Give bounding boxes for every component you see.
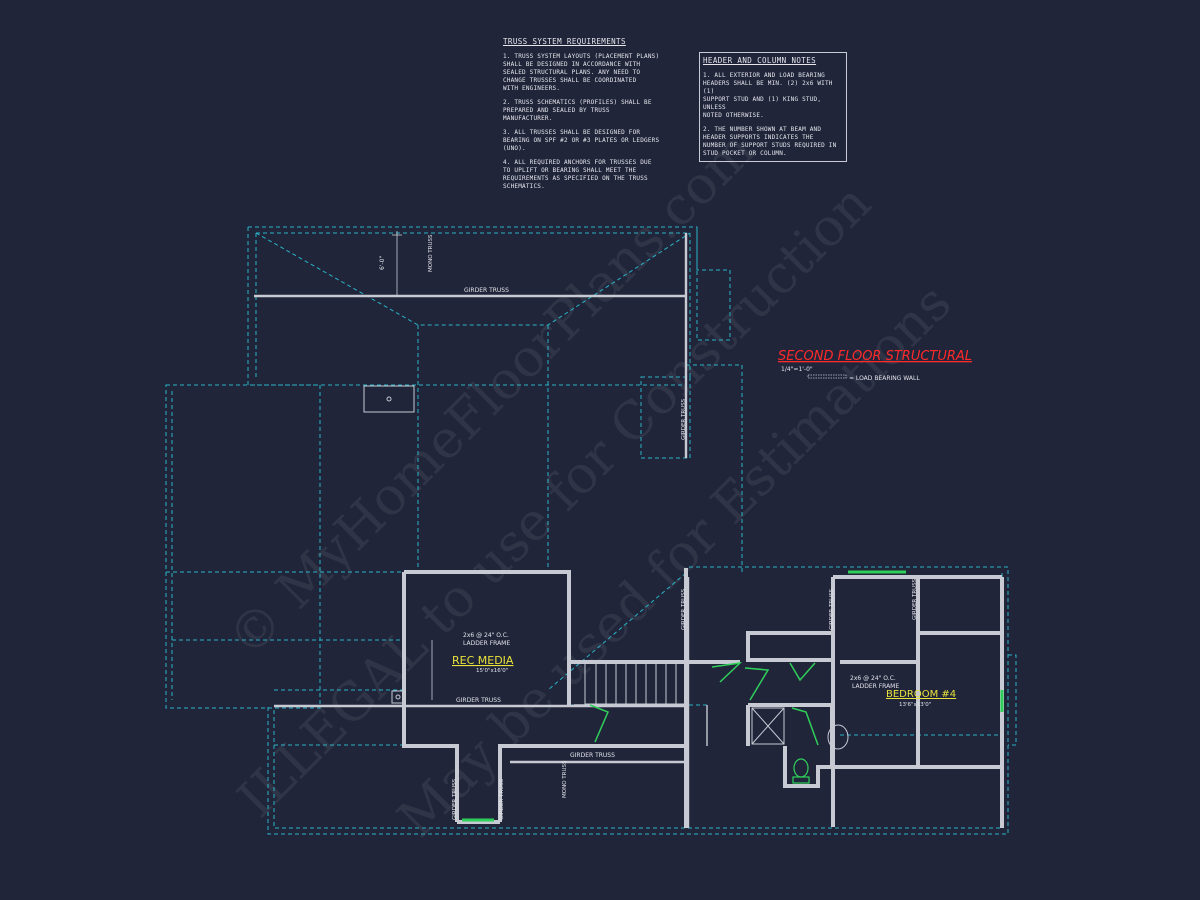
girder-truss-label-vert-5: GIRDER TRUSS [452,778,458,820]
truss-note-4: 4. ALL REQUIRED ANCHORS FOR TRUSSES DUE … [503,159,652,190]
room-bedroom-4-dims: 13'6"x13'0" [899,702,931,708]
girder-truss-label-vert-4: GIRDER TRUSS [912,578,918,620]
room-rec-media-dims: 15'0"x16'0" [476,668,508,674]
mono-truss-label-top: MONO TRUSS [428,234,434,272]
header-note-1: 1. ALL EXTERIOR AND LOAD BEARING HEADERS… [703,72,833,119]
header-notes-title: HEADER AND COLUMN NOTES [703,56,817,65]
girder-truss-label-top: GIRDER TRUSS [464,287,509,294]
room-rec-media: REC MEDIA [452,654,514,667]
chimney-box [363,385,415,413]
stair [584,662,686,705]
ladder-frame-bedroom: LADDER FRAME [852,683,899,690]
plan-title: SECOND FLOOR STRUCTURAL [778,349,972,364]
truss-note-1: 1. TRUSS SYSTEM LAYOUTS (PLACEMENT PLANS… [503,53,660,92]
ladder-spacing-bedroom: 2x6 @ 24" O.C. [850,675,896,682]
dimension-label: 6'-0" [379,256,386,270]
legend-text: = LOAD BEARING WALL [849,375,920,382]
watermark: © MyHomeFloorPlans.com ILLEGAL to use fo… [217,120,963,850]
room-bedroom-4: BEDROOM #4 [886,689,956,700]
truss-note-3: 3. ALL TRUSSES SHALL BE DESIGNED FOR BEA… [503,129,660,152]
truss-notes-title: TRUSS SYSTEM REQUIREMENTS [503,37,626,46]
girder-truss-lines [254,233,690,828]
girder-truss-label-media: GIRDER TRUSS [456,697,501,704]
ladder-spacing-media: 2x6 @ 24" O.C. [463,632,509,639]
doors [462,570,1004,822]
girder-truss-label-vert-6: GIRDER TRUSS [499,778,505,820]
header-column-notes: HEADER AND COLUMN NOTES 1. ALL EXTERIOR … [699,52,847,162]
sink-icon [827,724,849,750]
walls [402,568,1004,828]
mono-truss-label-bottom: MONO TRUSS [562,760,568,798]
girder-truss-label-vert-2: GIRDER TRUSS [681,588,687,630]
plan-scale: 1/4"=1'-0" [781,366,813,373]
header-note-2: 2. THE NUMBER SHOWN AT BEAM AND HEADER S… [703,126,837,157]
toilet-icon [792,758,810,784]
load-bearing-wall-swatch [807,374,847,379]
ladder-frame-media: LADDER FRAME [463,640,510,647]
truss-system-requirements: TRUSS SYSTEM REQUIREMENTS 1. TRUSS SYSTE… [503,38,683,197]
fixtures [363,385,849,750]
girder-truss-label-vert-3: GIRDER TRUSS [829,588,835,630]
truss-note-2: 2. TRUSS SCHEMATICS (PROFILES) SHALL BE … [503,99,652,122]
dimension-line [392,231,402,296]
girder-truss-label-bottom: GIRDER TRUSS [570,752,615,759]
girder-truss-label-vert-1: GIRDER TRUSS [681,398,687,440]
